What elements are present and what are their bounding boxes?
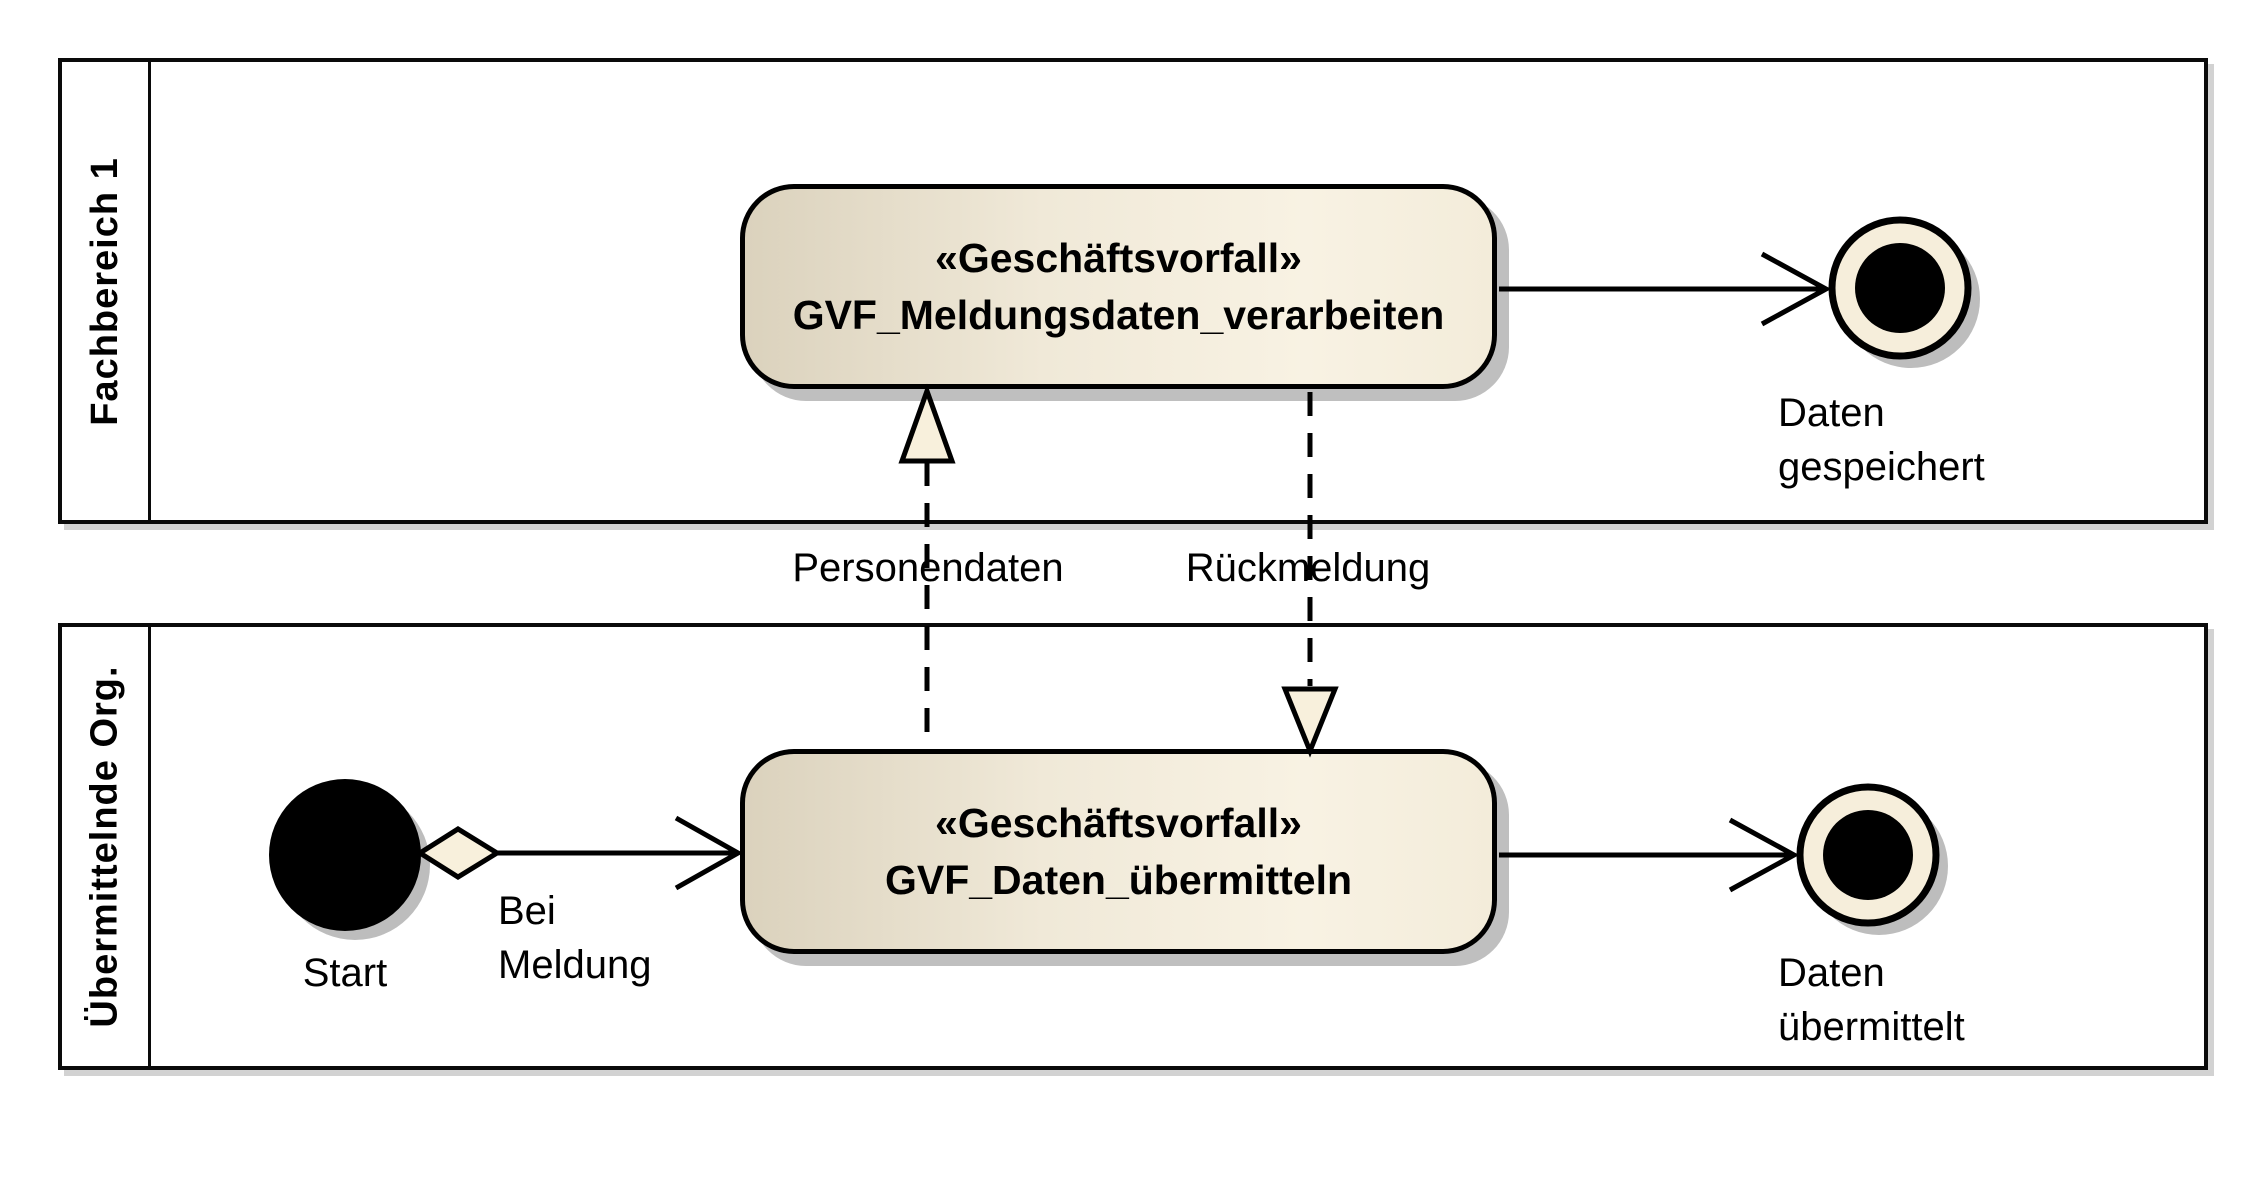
arrowhead-start-to-activity <box>674 815 744 891</box>
start-node-icon <box>269 779 421 931</box>
trigger-label-bei-meldung: Bei Meldung <box>498 889 652 987</box>
object-flow-personendaten-arrowhead <box>898 383 956 464</box>
swimlane-header-fachbereich-1: Fachbereich 1 <box>62 62 151 520</box>
start-node-label: Start <box>302 951 388 995</box>
final-node-top-icon <box>1855 243 1945 333</box>
final-node-bottom-icon <box>1823 810 1913 900</box>
object-flow-rueckmeldung-arrowhead <box>1281 686 1339 758</box>
activity-gvf-daten-uebermitteln: «Geschäftsvorfall» GVF_Daten_übermitteln <box>740 749 1497 954</box>
swimlane-header-uebermittelnde-org: Übermittelnde Org. <box>62 627 151 1066</box>
arrowhead-to-daten-uebermittelt <box>1728 817 1800 893</box>
activity-name: GVF_Daten_übermitteln <box>884 856 1353 903</box>
activity-gvf-meldungsdaten-verarbeiten: «Geschäftsvorfall» GVF_Meldungsdaten_ver… <box>740 184 1497 389</box>
trigger-diamond-icon <box>415 826 502 880</box>
activity-stereotype: «Geschäftsvorfall» <box>935 234 1302 281</box>
activity-stereotype: «Geschäftsvorfall» <box>935 799 1302 846</box>
activity-name: GVF_Meldungsdaten_verarbeiten <box>792 291 1445 338</box>
final-node-bottom-label: Daten übermittelt <box>1778 951 1965 1049</box>
arrowhead-to-daten-gespeichert <box>1760 251 1832 327</box>
final-node-top-label: Daten gespeichert <box>1778 391 1985 489</box>
object-flow-label-personendaten: Personendaten <box>792 546 1064 590</box>
object-flow-label-rueckmeldung: Rückmeldung <box>1185 546 1431 590</box>
